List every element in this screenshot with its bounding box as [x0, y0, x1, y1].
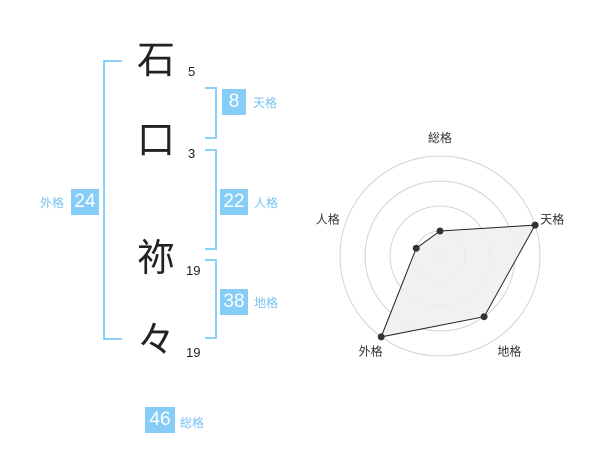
jinkaku-badge: 22	[220, 189, 248, 215]
stroke-count-2: 3	[188, 146, 196, 161]
chikaku-badge: 38	[220, 289, 248, 315]
gaikaku-bracket	[103, 60, 122, 340]
name-char-1: 石	[136, 38, 175, 82]
chikaku-label: 地格	[254, 296, 279, 310]
radar-axis-label-4: 外格	[359, 344, 383, 359]
stroke-count-4: 19	[186, 345, 201, 360]
stroke-count-3: 19	[186, 263, 201, 278]
tenkaku-badge: 8	[222, 89, 246, 115]
soukaku-label: 総格	[180, 416, 205, 430]
radar-point-4	[377, 333, 385, 341]
name-char-3: 祢	[136, 236, 175, 280]
radar-point-1	[436, 227, 444, 235]
name-char-2: 口	[136, 118, 175, 162]
radar-axis-label-2: 天格	[540, 212, 564, 227]
tenkaku-label: 天格	[253, 96, 278, 110]
stroke-count-1: 5	[188, 64, 196, 79]
radar-point-3	[480, 313, 488, 321]
gaikaku-label: 外格	[40, 196, 65, 210]
radar-polygon	[380, 224, 536, 338]
radar-axis-label-5: 人格	[316, 212, 340, 227]
radar-point-2	[531, 221, 539, 229]
tenkaku-bracket	[205, 87, 217, 139]
radar-axis-label-1: 総格	[428, 130, 452, 145]
jinkaku-bracket	[205, 149, 217, 250]
gaikaku-badge: 24	[71, 189, 99, 215]
radar-axis-label-3: 地格	[497, 344, 521, 359]
radar-point-5	[412, 244, 420, 252]
chikaku-bracket	[205, 259, 217, 339]
name-char-4: 々	[136, 318, 175, 362]
soukaku-badge: 46	[145, 407, 175, 433]
jinkaku-label: 人格	[254, 196, 279, 210]
